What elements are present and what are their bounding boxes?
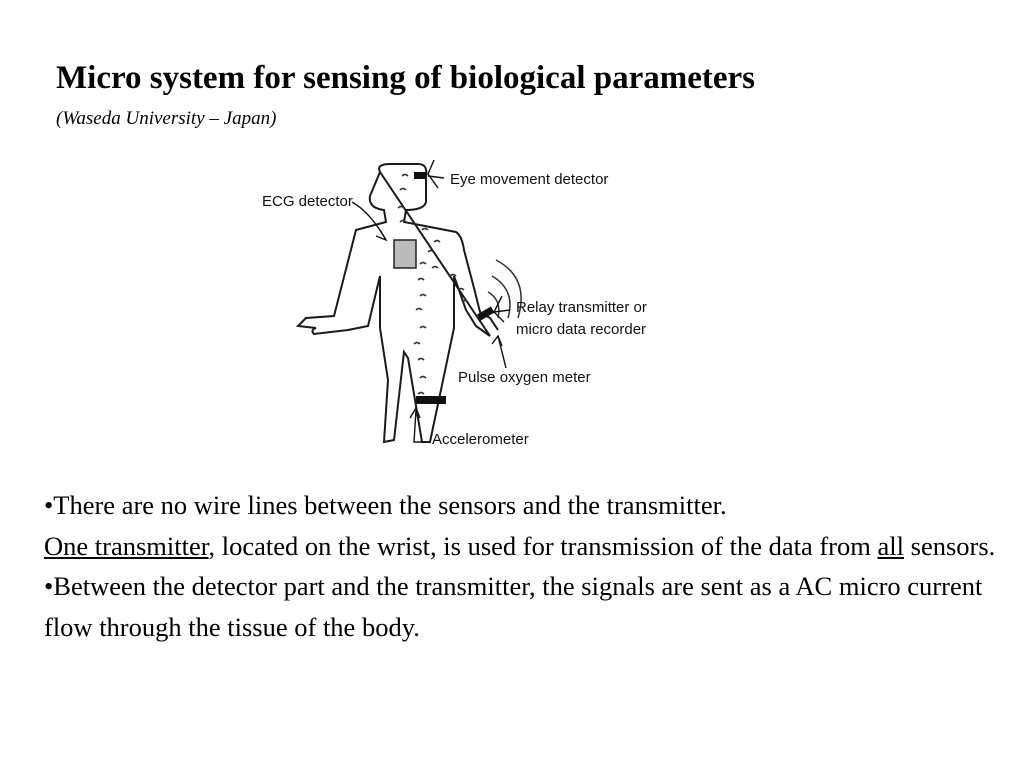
wrist-transmitter-icon	[477, 306, 495, 321]
label-pulse-oxygen-meter: Pulse oxygen meter	[458, 369, 591, 386]
signal-dots	[397, 173, 469, 395]
eye-sensor-icon	[414, 172, 426, 179]
page-title: Micro system for sensing of biological p…	[56, 60, 755, 96]
bullet-1-sentence-3: sensors.	[904, 530, 996, 561]
label-accelerometer: Accelerometer	[432, 431, 529, 448]
bullet-1-sentence-1: •There are no wire lines between the sen…	[44, 490, 727, 520]
label-relay-transmitter: Relay transmitter or	[516, 299, 647, 316]
ankle-band-icon	[416, 396, 446, 404]
bullet-2: •Between the detector part and the trans…	[44, 571, 983, 642]
radio-waves-icon	[487, 259, 522, 319]
bullet-1: •There are no wire lines between the sen…	[44, 485, 1004, 566]
label-ecg-detector: ECG detector	[262, 193, 353, 210]
bullet-1-sentence-2: , located on the wrist, is used for tran…	[208, 530, 878, 561]
bullet-list: •There are no wire lines between the sen…	[44, 485, 1004, 647]
label-micro-data-recorder: micro data recorder	[516, 321, 646, 338]
label-eye-movement-detector: Eye movement detector	[450, 171, 608, 188]
body-outline	[295, 163, 499, 444]
underlined-one-transmitter: One transmitter	[44, 530, 209, 561]
underlined-all: all	[877, 530, 905, 561]
ecg-pad-icon	[393, 239, 417, 269]
leader-lines	[351, 159, 511, 443]
body-sensor-diagram: Eye movement detector ECG detector Relay…	[240, 150, 680, 460]
page-subtitle: (Waseda University – Japan)	[56, 108, 277, 129]
